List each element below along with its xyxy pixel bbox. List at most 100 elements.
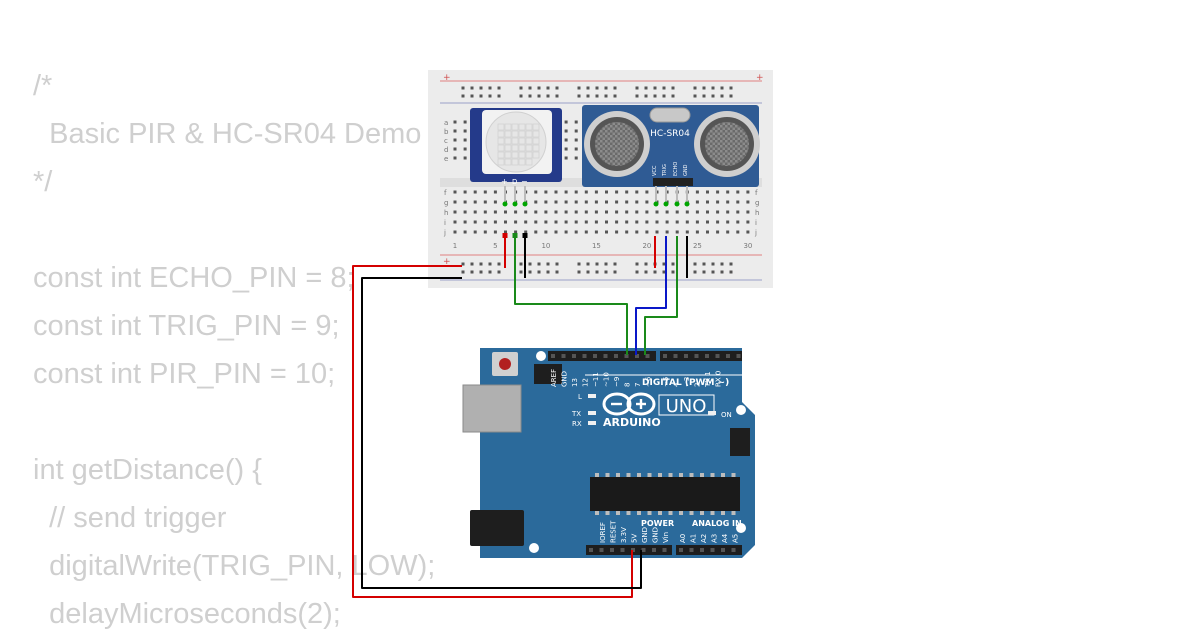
row-letter-left: h: [444, 209, 448, 217]
breadboard-rail-hole: [671, 94, 675, 98]
breadboard-hole: [493, 220, 497, 224]
breadboard-hole: [564, 156, 568, 160]
breadboard-rail-hole: [702, 94, 706, 98]
breadboard-hole: [645, 220, 649, 224]
row-letter-left: d: [444, 146, 448, 154]
mount-hole-bottom-left: [529, 543, 539, 553]
led-label-l: L: [578, 393, 582, 401]
breadboard-hole: [716, 200, 720, 204]
breadboard-rail-hole: [693, 94, 697, 98]
breadboard-hole: [504, 230, 507, 234]
analog-pin-label: A5: [732, 534, 740, 543]
header-hole: [603, 354, 608, 358]
breadboard-hole: [453, 138, 457, 142]
breadboard-hole: [493, 230, 497, 234]
breadboard-hole: [645, 230, 649, 234]
breadboard-hole: [736, 230, 740, 234]
pir-facet: [518, 158, 526, 166]
breadboard-rail-hole: [546, 86, 550, 90]
breadboard-rail-hole: [653, 86, 657, 90]
breadboard-hole: [574, 200, 578, 204]
chip-pin: [700, 511, 704, 515]
digital-pin-label: 4: [673, 382, 681, 387]
header-hole: [705, 354, 709, 358]
row-letter-left: e: [444, 155, 448, 163]
breadboard-hole: [554, 210, 558, 214]
breadboard-hole: [463, 230, 467, 234]
breadboard-rail-hole: [497, 86, 501, 90]
breadboard-hole: [625, 220, 629, 224]
breadboard-hole: [544, 200, 548, 204]
chip-pin: [679, 473, 683, 477]
chip-pin: [605, 511, 610, 515]
chip-pin: [710, 473, 715, 477]
icsp-header-left: [534, 364, 562, 384]
breadboard-hole: [615, 230, 619, 234]
power-header: [586, 545, 672, 555]
breadboard-hole: [554, 200, 558, 204]
wire-end-pir-vcc: [502, 233, 508, 238]
breadboard-rail-hole: [519, 270, 523, 274]
wire-5v-to-rail: [352, 265, 633, 598]
header-hole: [635, 354, 639, 358]
code-line: // send trigger: [33, 502, 227, 534]
breadboard-hole: [746, 230, 750, 234]
digital-pin-label: RX 0: [715, 371, 723, 387]
breadboard-rail-hole: [546, 94, 550, 98]
breadboard-rail-hole: [577, 270, 581, 274]
hcsr04-label: HC-SR04: [650, 129, 690, 139]
breadboard-rail-hole: [488, 86, 492, 90]
breadboard-hole: [564, 190, 568, 194]
analog-pin-label: A3: [711, 534, 719, 543]
power-pin-label: GND: [652, 527, 660, 543]
analog-pin-label: A2: [700, 534, 708, 543]
reset-button[interactable]: [499, 358, 511, 370]
breadboard-hole: [675, 210, 679, 214]
breadboard-rail-hole: [662, 270, 666, 274]
breadboard-hole: [554, 220, 558, 224]
breadboard-hole: [716, 230, 720, 234]
header-hole: [620, 548, 625, 552]
chip-pin: [595, 473, 599, 477]
breadboard-hole: [625, 200, 629, 204]
breadboard-rail-hole: [528, 270, 532, 274]
breadboard-hole: [524, 230, 528, 234]
breadboard-rail-hole: [729, 270, 733, 274]
led-label-tx: TX: [571, 410, 581, 418]
rail-plus-label-right: +: [756, 73, 764, 83]
breadboard-rail-hole: [693, 262, 697, 266]
breadboard-hole: [605, 190, 608, 194]
column-number: 10: [541, 242, 550, 250]
breadboard-rail-hole: [671, 86, 675, 90]
pir-facet: [497, 158, 505, 166]
column-number: 25: [693, 242, 702, 250]
breadboard-hole: [463, 190, 467, 194]
breadboard-hole: [746, 200, 750, 204]
icsp-header-right: [730, 428, 750, 456]
code-line: const int TRIG_PIN = 9;: [33, 310, 340, 342]
breadboard-hole: [655, 220, 659, 224]
chip-pin: [668, 511, 673, 515]
breadboard-rail-hole: [702, 86, 706, 90]
chip-pin: [647, 511, 652, 515]
breadboard-hole: [655, 210, 659, 214]
pir-facet: [518, 123, 526, 131]
breadboard-rail-hole: [720, 86, 724, 90]
pir-facet: [511, 144, 519, 152]
code-editor-background: /* Basic PIR & HC-SR04 Demo*/const int E…: [33, 62, 435, 638]
chip-pin: [626, 473, 631, 477]
breadboard-hole: [645, 190, 649, 194]
breadboard-rail-hole: [461, 94, 465, 98]
breadboard-rail-hole: [671, 270, 675, 274]
breadboard-hole: [564, 138, 568, 142]
breadboard-hole: [746, 220, 750, 224]
pir-facet: [504, 123, 512, 131]
header-hole: [721, 548, 725, 552]
breadboard-rail-hole: [519, 94, 523, 98]
wire-end-pir-signal: [512, 233, 518, 238]
breadboard-hole: [665, 230, 669, 234]
breadboard-rail-hole: [461, 270, 465, 274]
